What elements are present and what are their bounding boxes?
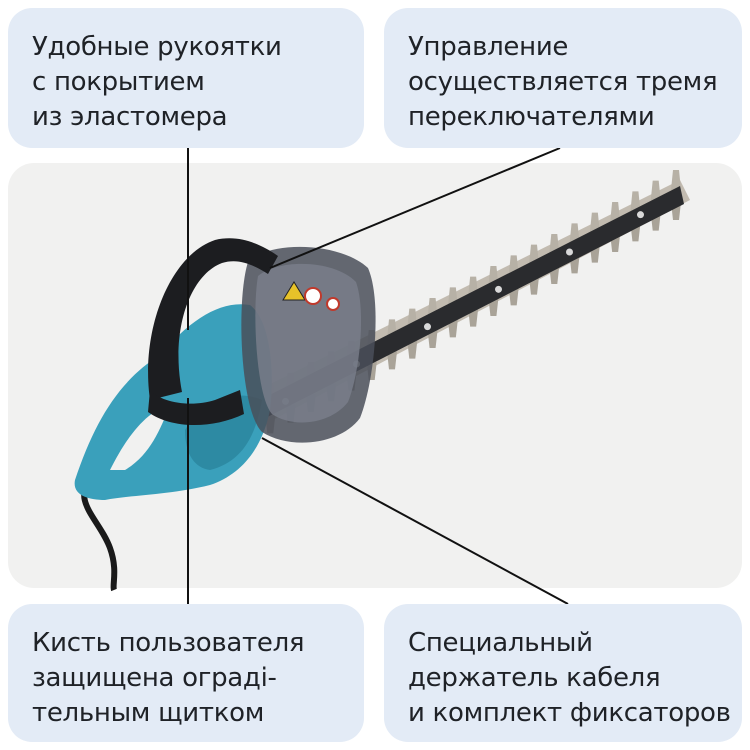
callout-text-line: и комплект фиксаторов [408,698,731,728]
product-photo-panel [8,163,742,588]
callout-text-line: тельным щитком [32,698,265,728]
callout-text-line: из эластомера [32,102,228,132]
callout-text-line: защищена оградi- [32,663,277,693]
callout-text-line: Специальный [408,628,593,658]
callout-hand-guard: Кисть пользователя защищена оградi- тель… [8,604,364,742]
callout-text-line: переключателями [408,102,655,132]
callout-text-line: Управление [408,32,569,62]
callout-text-line: с покрытием [32,67,205,97]
callout-text-line: Удобные рукоятки [32,32,282,62]
callout-text-line: осуществляется тремя [408,67,718,97]
callout-text-line: Кисть пользователя [32,628,305,658]
callout-cable-holder: Специальный держатель кабеля и комплект … [384,604,742,742]
callout-switches: Управление осуществляется тремя переключ… [384,8,742,148]
callout-text-line: держатель кабеля [408,663,661,693]
callout-handles: Удобные рукоятки с покрытием из эластоме… [8,8,364,148]
